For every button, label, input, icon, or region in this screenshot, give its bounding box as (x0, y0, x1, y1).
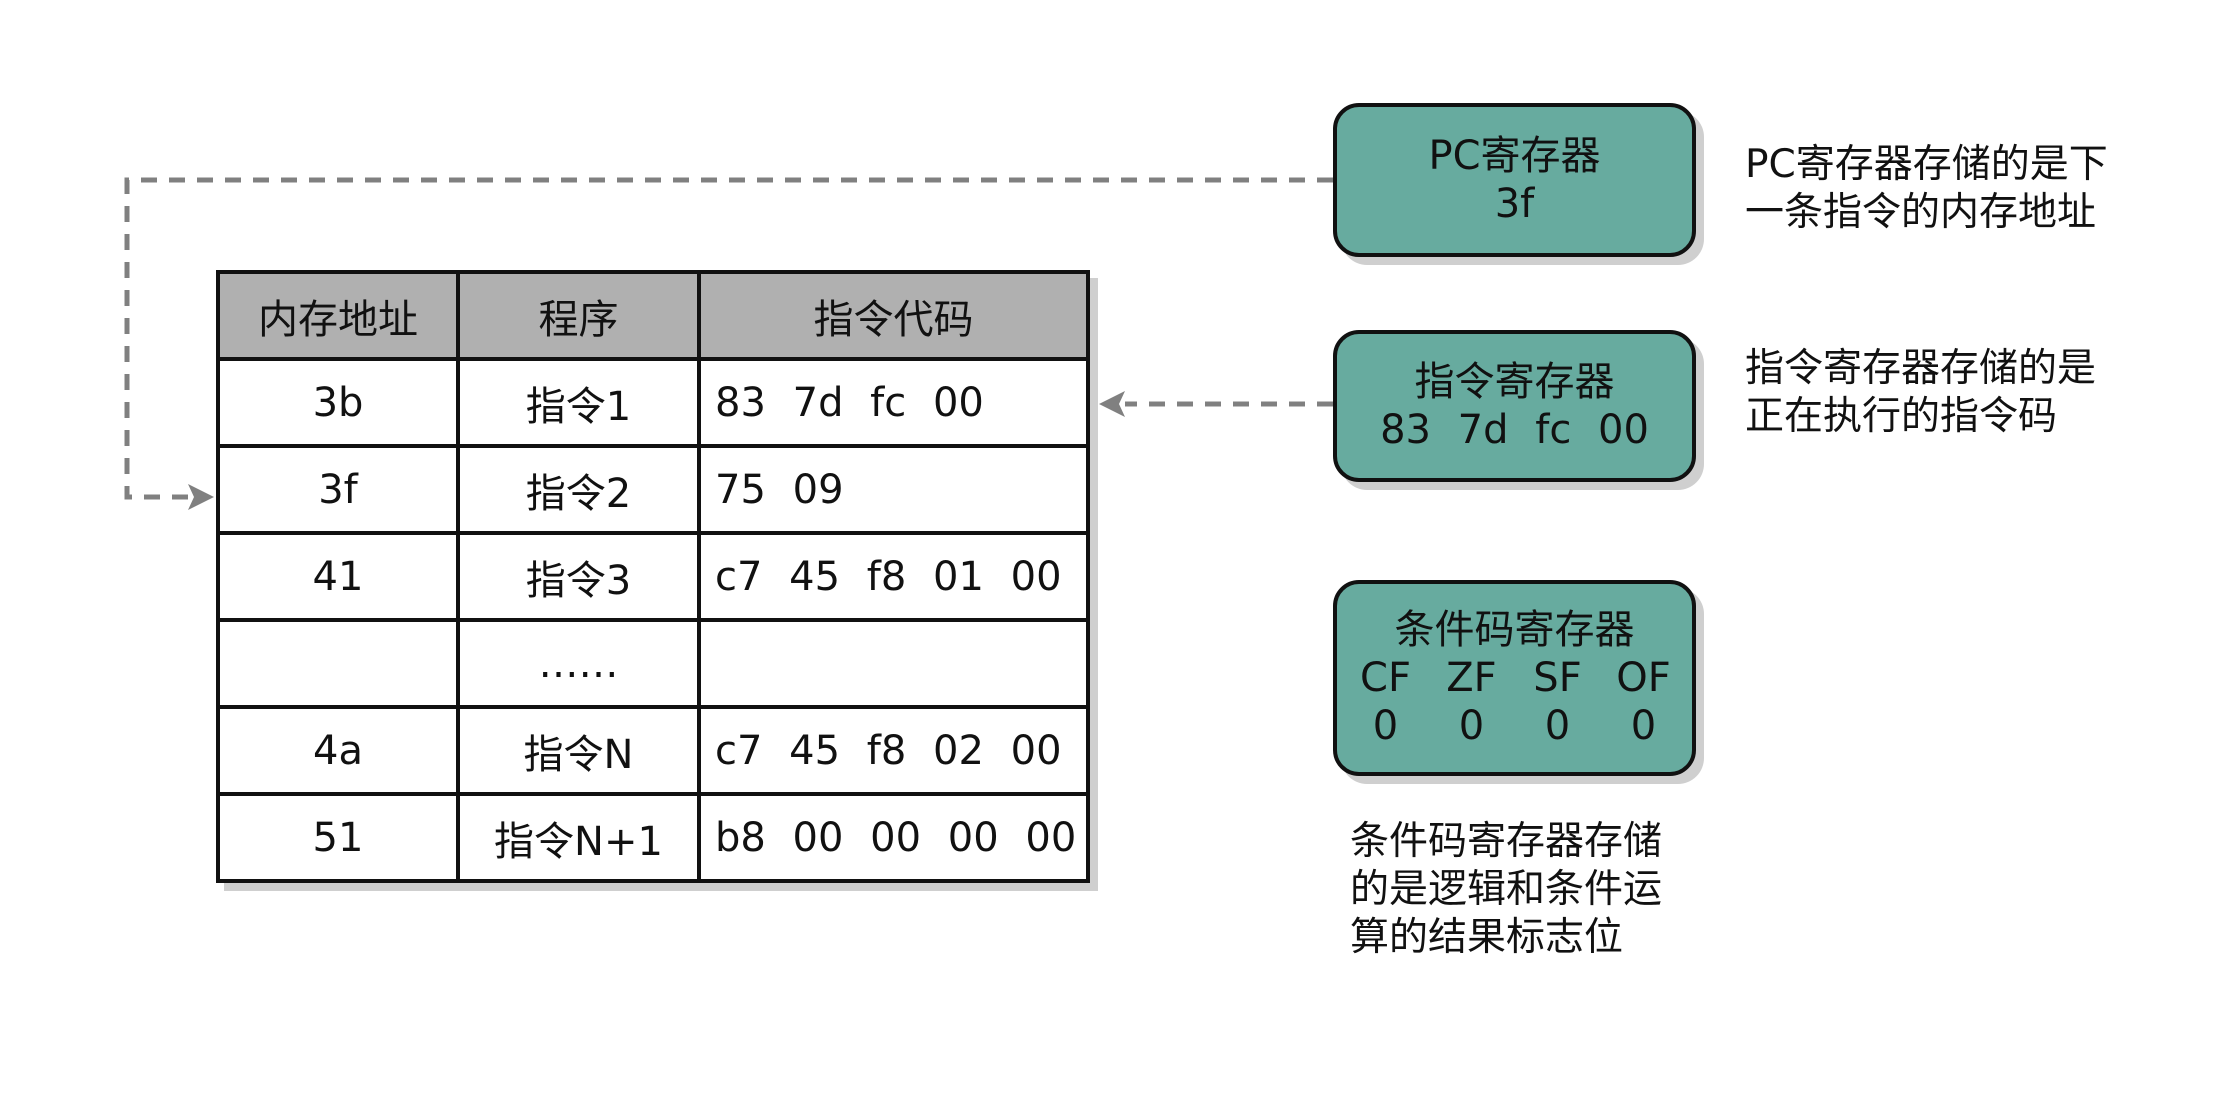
code-cell: b8 00 00 00 00 (697, 792, 1090, 883)
pc-register-value: 3f (1494, 181, 1535, 227)
table-row: 41 指令3 c7 45 f8 01 00 (216, 531, 1090, 622)
flag-sf-label: SF (1533, 655, 1582, 701)
flag-zf-value: 0 (1458, 703, 1485, 749)
flag-of-label: OF (1616, 655, 1671, 701)
table-header-row: 内存地址 程序 指令代码 (216, 270, 1090, 361)
program-cell: 指令2 (456, 444, 701, 535)
condition-code-register-box: 条件码寄存器 CF ZF SF OF 0 0 0 0 (1333, 580, 1696, 776)
table-row: …… (216, 618, 1090, 709)
table-row: 3b 指令1 83 7d fc 00 (216, 357, 1090, 448)
program-cell: 指令N+1 (456, 792, 701, 883)
header-address: 内存地址 (216, 270, 460, 361)
ir-arrowhead (1099, 391, 1125, 417)
program-cell: …… (456, 618, 701, 709)
instruction-register-value: 83 7d fc 00 (1380, 407, 1649, 453)
table-row: 51 指令N+1 b8 00 00 00 00 (216, 792, 1090, 883)
memory-table: 内存地址 程序 指令代码 3b 指令1 83 7d fc 00 3f 指令2 7… (216, 270, 1090, 883)
flag-names-row: CF ZF SF OF (1356, 654, 1674, 702)
code-cell: c7 45 f8 02 00 (697, 705, 1090, 796)
flag-cf-value: 0 (1372, 703, 1399, 749)
condition-code-register-title: 条件码寄存器 (1394, 607, 1635, 653)
instruction-register-title: 指令寄存器 (1414, 359, 1615, 405)
pc-arrowhead (188, 484, 214, 510)
flag-sf-value: 0 (1544, 703, 1571, 749)
pc-register-note: PC寄存器存储的是下 一条指令的内存地址 (1745, 141, 2108, 237)
note-line: 算的结果标志位 (1350, 915, 1624, 960)
instruction-register-box: 指令寄存器 83 7d fc 00 (1333, 330, 1696, 482)
code-cell: 75 09 (697, 444, 1090, 535)
note-line: 条件码寄存器存储 (1350, 819, 1663, 864)
note-line: 一条指令的内存地址 (1745, 190, 2097, 235)
address-cell: 4a (216, 705, 460, 796)
header-program: 程序 (456, 270, 701, 361)
pc-register-box: PC寄存器 3f (1333, 103, 1696, 257)
flag-values-row: 0 0 0 0 (1356, 702, 1674, 750)
note-line: PC寄存器存储的是下 (1745, 142, 2108, 187)
code-cell (697, 618, 1090, 709)
code-cell: c7 45 f8 01 00 (697, 531, 1090, 622)
flag-cf-label: CF (1360, 655, 1411, 701)
table-row: 3f 指令2 75 09 (216, 444, 1090, 535)
program-cell: 指令N (456, 705, 701, 796)
flag-zf-label: ZF (1446, 655, 1497, 701)
program-cell: 指令1 (456, 357, 701, 448)
note-line: 的是逻辑和条件运 (1350, 867, 1663, 912)
flag-of-value: 0 (1630, 703, 1657, 749)
code-cell: 83 7d fc 00 (697, 357, 1090, 448)
header-code: 指令代码 (697, 270, 1090, 361)
note-line: 指令寄存器存储的是 (1745, 346, 2097, 391)
address-cell: 41 (216, 531, 460, 622)
pc-register-title: PC寄存器 (1428, 133, 1601, 179)
pc-to-row-3f-connector (124, 177, 1333, 500)
program-cell: 指令3 (456, 531, 701, 622)
address-cell: 51 (216, 792, 460, 883)
condition-code-register-note: 条件码寄存器存储 的是逻辑和条件运 算的结果标志位 (1350, 818, 1662, 962)
instruction-register-note: 指令寄存器存储的是 正在执行的指令码 (1745, 345, 2096, 441)
address-cell: 3b (216, 357, 460, 448)
table-row: 4a 指令N c7 45 f8 02 00 (216, 705, 1090, 796)
note-line: 正在执行的指令码 (1745, 394, 2058, 439)
address-cell (216, 618, 460, 709)
address-cell: 3f (216, 444, 460, 535)
